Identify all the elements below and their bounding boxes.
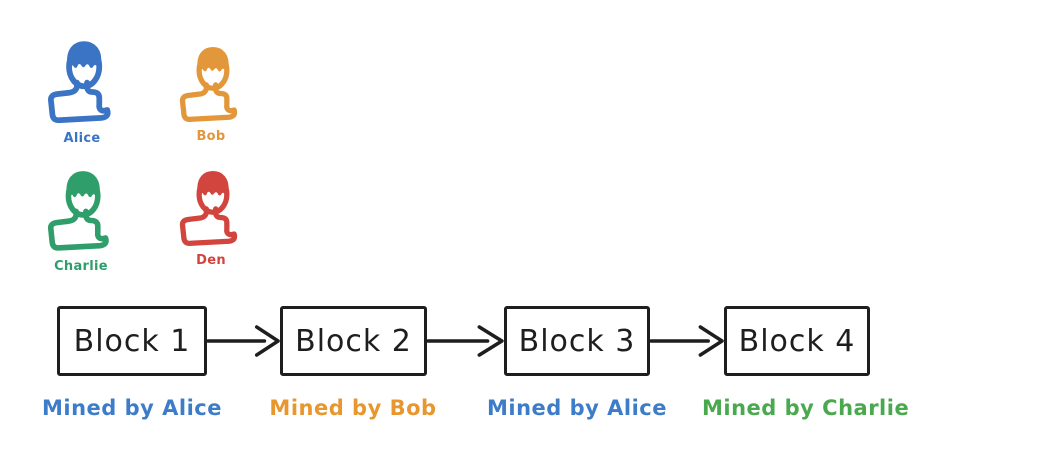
arrow-right-icon: [649, 325, 724, 357]
block-3: Block 3: [504, 306, 650, 376]
miner-name-bob: Bob: [196, 129, 226, 145]
block-4: Block 4: [724, 306, 870, 376]
miner-alice: Alice: [46, 38, 118, 146]
person-icon: [46, 38, 118, 130]
person-icon: [178, 168, 244, 252]
block-4-label: Block 4: [738, 323, 856, 359]
miner-charlie: Charlie: [46, 168, 116, 274]
miner-den: Den: [178, 168, 244, 268]
person-icon: [178, 44, 244, 128]
mined-by-label-3: Mined by Alice: [486, 396, 667, 420]
miner-name-alice: Alice: [63, 131, 101, 147]
arrow-right-icon: [426, 325, 504, 357]
block-2-label: Block 2: [295, 323, 412, 359]
mined-by-label-4: Mined by Charlie: [702, 396, 910, 420]
block-1: Block 1: [57, 306, 207, 376]
miner-name-den: Den: [196, 253, 226, 269]
mined-by-label-1: Mined by Alice: [41, 396, 222, 420]
arrow-right-icon: [206, 325, 280, 357]
block-3-label: Block 3: [518, 323, 636, 359]
person-icon: [46, 168, 116, 258]
miner-name-charlie: Charlie: [54, 258, 108, 274]
block-1-label: Block 1: [73, 323, 191, 359]
block-2: Block 2: [280, 306, 427, 376]
miner-bob: Bob: [178, 44, 244, 144]
mined-by-label-2: Mined by Bob: [269, 396, 437, 420]
